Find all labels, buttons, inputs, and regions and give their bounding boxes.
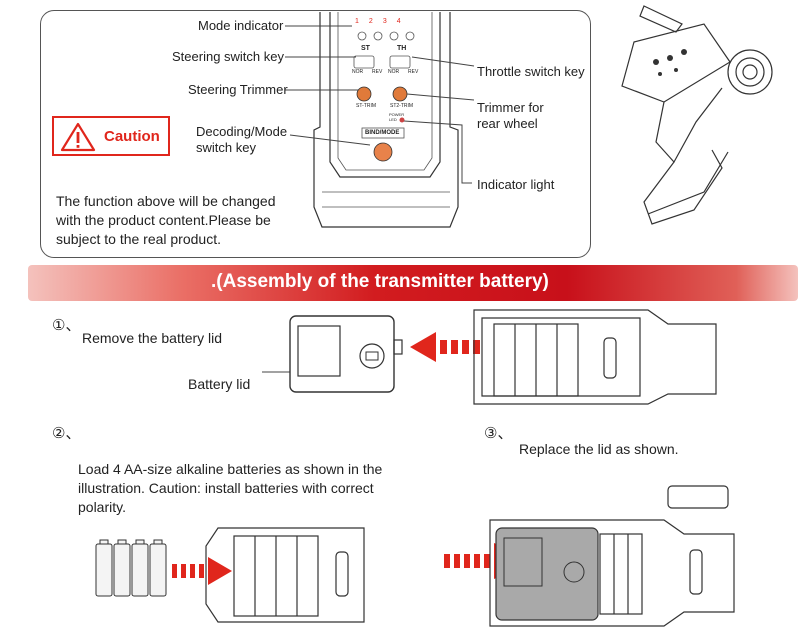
power-led-marking: POWER LED — [389, 112, 405, 122]
info-panel — [40, 10, 591, 258]
aa-batteries-icon — [95, 539, 167, 597]
st-marking: ST — [361, 45, 370, 52]
indicator-light-label: Indicator light — [477, 177, 555, 192]
leader-lines — [285, 25, 475, 184]
transmitter-open-illustration — [205, 527, 365, 623]
mode-number: 2 — [368, 18, 383, 25]
step-number: ③、 — [484, 425, 513, 442]
bind-mode-marking: BIND/MODE — [365, 130, 400, 136]
transmitter-closed-illustration — [489, 485, 735, 627]
rear-trimmer-label: Trimmer for rear wheel — [477, 100, 544, 131]
transmitter-illustration — [621, 5, 773, 225]
rev-marking: REV — [372, 69, 383, 75]
mode-number: 1 — [355, 18, 369, 25]
th-marking: TH — [397, 45, 407, 52]
mode-numbers: 1234 — [355, 18, 411, 25]
caution-label: Caution — [104, 128, 160, 145]
warning-triangle-icon — [60, 122, 96, 152]
section-banner — [28, 265, 798, 301]
control-panel-illustration — [313, 12, 459, 228]
nor-marking: NOR — [352, 69, 364, 75]
red-arrow-icon — [172, 557, 232, 585]
red-arrow-icon — [410, 332, 480, 362]
step-number: ②、 — [52, 425, 81, 442]
steering-switch-key-label: Steering switch key — [172, 49, 284, 64]
st2-trim-marking: ST2-TRIM — [390, 103, 414, 109]
step-text: Remove the battery lid — [82, 330, 223, 346]
throttle-switch-key-label: Throttle switch key — [477, 64, 585, 79]
st-trim-marking: ST-TRIM — [356, 103, 376, 109]
mode-indicator-label: Mode indicator — [198, 18, 284, 33]
banner-title: .(Assembly of the transmitter battery) — [211, 271, 549, 292]
battery-lid-label: Battery lid — [188, 376, 251, 392]
step-text: Replace the lid as shown. — [519, 441, 679, 457]
leader-line — [262, 371, 294, 373]
step-text: Load 4 AA-size alkaline batteries as sho… — [78, 461, 383, 515]
nor-marking: NOR — [388, 69, 400, 75]
step-number: ①、 — [52, 317, 81, 334]
caution-box: Caution — [52, 116, 170, 156]
transmitter-back-illustration — [473, 309, 717, 405]
mode-number: 4 — [396, 18, 411, 25]
rev-marking: REV — [408, 69, 419, 75]
battery-lid-illustration — [289, 315, 403, 393]
caution-note: The function above will be changed with … — [56, 193, 276, 247]
mode-number: 3 — [382, 18, 397, 25]
decoding-mode-key-label: Decoding/Mode switch key — [196, 124, 288, 155]
steering-trimmer-label: Steering Trimmer — [188, 82, 288, 97]
